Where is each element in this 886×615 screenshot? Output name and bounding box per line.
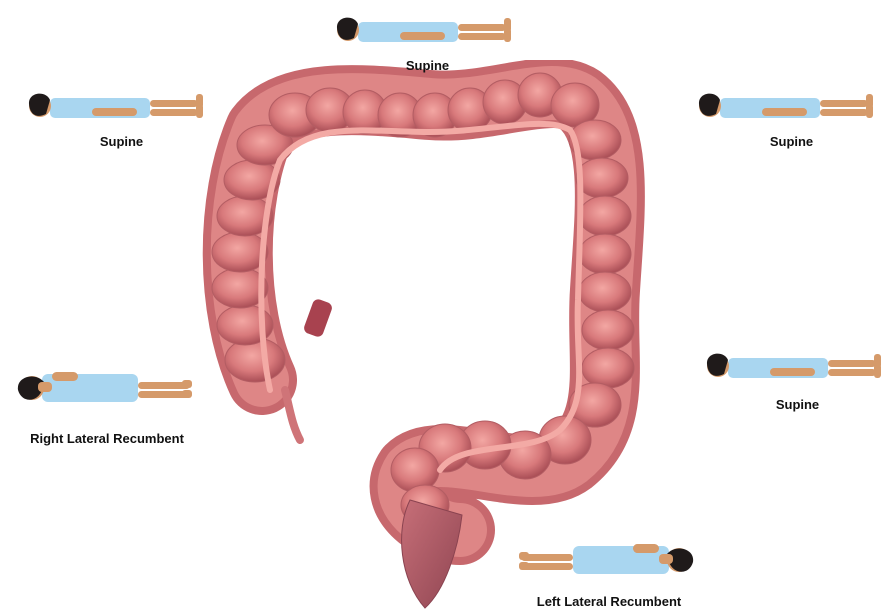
patient-icon — [692, 86, 878, 122]
label-supine-top-center: Supine — [390, 58, 465, 73]
label-right-lateral-recumbent: Right Lateral Recumbent — [14, 431, 200, 446]
patient-icon — [700, 346, 886, 382]
patient-right-lateral-recumbent — [12, 368, 198, 408]
patient-icon — [22, 86, 208, 122]
rectum — [402, 500, 462, 608]
appendix — [285, 390, 300, 440]
label-left-lateral-recumbent: Left Lateral Recumbent — [516, 594, 702, 609]
patient-supine-top-center — [330, 10, 516, 46]
label-supine-middle-right: Supine — [760, 397, 835, 412]
label-supine-top-left: Supine — [84, 134, 159, 149]
patient-icon — [513, 540, 699, 580]
patient-left-lateral-recumbent — [513, 540, 699, 580]
patient-icon — [330, 10, 516, 46]
patient-icon — [12, 368, 198, 408]
colon-illustration — [200, 60, 650, 615]
patient-supine-middle-right — [700, 346, 886, 382]
patient-supine-top-right — [692, 86, 878, 122]
taenia-coli — [261, 124, 580, 470]
ileum-stub — [302, 298, 333, 339]
label-supine-top-right: Supine — [754, 134, 829, 149]
patient-supine-top-left — [22, 86, 208, 122]
